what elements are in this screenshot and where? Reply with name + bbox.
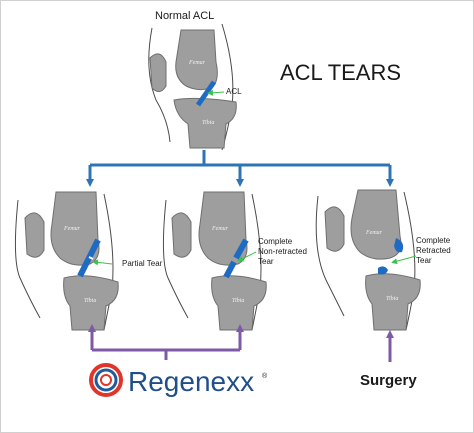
retracted-tear-knee: Femur Tibia Complete Retracted Tear — [315, 189, 451, 331]
femur-bone — [50, 191, 100, 266]
skin-outline — [315, 195, 345, 317]
acl-ligament-lower — [223, 260, 237, 279]
tear-gap — [88, 256, 94, 260]
acl-stump-femoral — [394, 238, 404, 253]
acl-ligament-upper — [233, 238, 249, 260]
femur-label: Femur — [211, 226, 229, 232]
retracted-label-line3: Tear — [416, 256, 432, 265]
regenexx-logo: Regenexx ® — [89, 363, 268, 397]
acl-ligament — [195, 80, 217, 107]
tibia-label: Tibia — [202, 120, 214, 126]
femur-label: Femur — [365, 230, 383, 236]
pointer-arrow — [207, 89, 225, 96]
tibia-bone — [365, 273, 421, 331]
treatment-arrows — [88, 324, 394, 362]
patella — [149, 53, 167, 92]
partial-tear-label: Partial Tear — [122, 259, 163, 268]
skin-outline — [148, 27, 171, 143]
tibia-bone — [211, 275, 267, 331]
femur-label: Femur — [63, 226, 81, 232]
regenexx-swirl-logo-icon — [89, 363, 123, 397]
partial-tear-knee: Femur Tibia Partial Tear — [14, 191, 163, 331]
tibia-label: Tibia — [232, 298, 244, 304]
acl-pointer-label: ACL — [226, 87, 242, 96]
non-retracted-label-line3: Tear — [258, 257, 274, 266]
retracted-label-line2: Retracted — [416, 246, 451, 255]
pointer-arrow — [92, 259, 113, 266]
skin-outline — [162, 199, 189, 319]
pointer-arrow — [237, 251, 257, 262]
femur-label: Femur — [188, 60, 206, 66]
skin-outline — [14, 199, 41, 319]
normal-acl-caption: Normal ACL — [155, 10, 214, 22]
registered-mark: ® — [262, 372, 268, 380]
femur-bone — [198, 191, 248, 266]
branch-arrows — [86, 150, 394, 187]
femur-bone — [350, 189, 402, 260]
acl-stump-tibial — [378, 266, 388, 275]
normal-knee: Normal ACL Femur Tibia ACL — [148, 10, 242, 151]
surgery-label: Surgery — [360, 372, 417, 389]
patella — [24, 212, 45, 258]
regenexx-brand-text: Regenexx — [128, 366, 254, 397]
tibia-label: Tibia — [386, 296, 398, 302]
non-retracted-label-line1: Complete — [258, 237, 293, 246]
retracted-label-line1: Complete — [416, 236, 451, 245]
non-retracted-tear-knee: Femur Tibia Complete Non-retracted Tear — [162, 191, 307, 331]
patella — [171, 212, 192, 258]
non-retracted-label-line2: Non-retracted — [258, 247, 307, 256]
diagram-title: ACL TEARS — [280, 60, 401, 85]
tibia-label: Tibia — [84, 298, 96, 304]
patella — [324, 206, 345, 252]
pointer-arrow — [391, 255, 417, 265]
femur-bone — [175, 29, 218, 91]
tibia-bone — [63, 275, 119, 331]
